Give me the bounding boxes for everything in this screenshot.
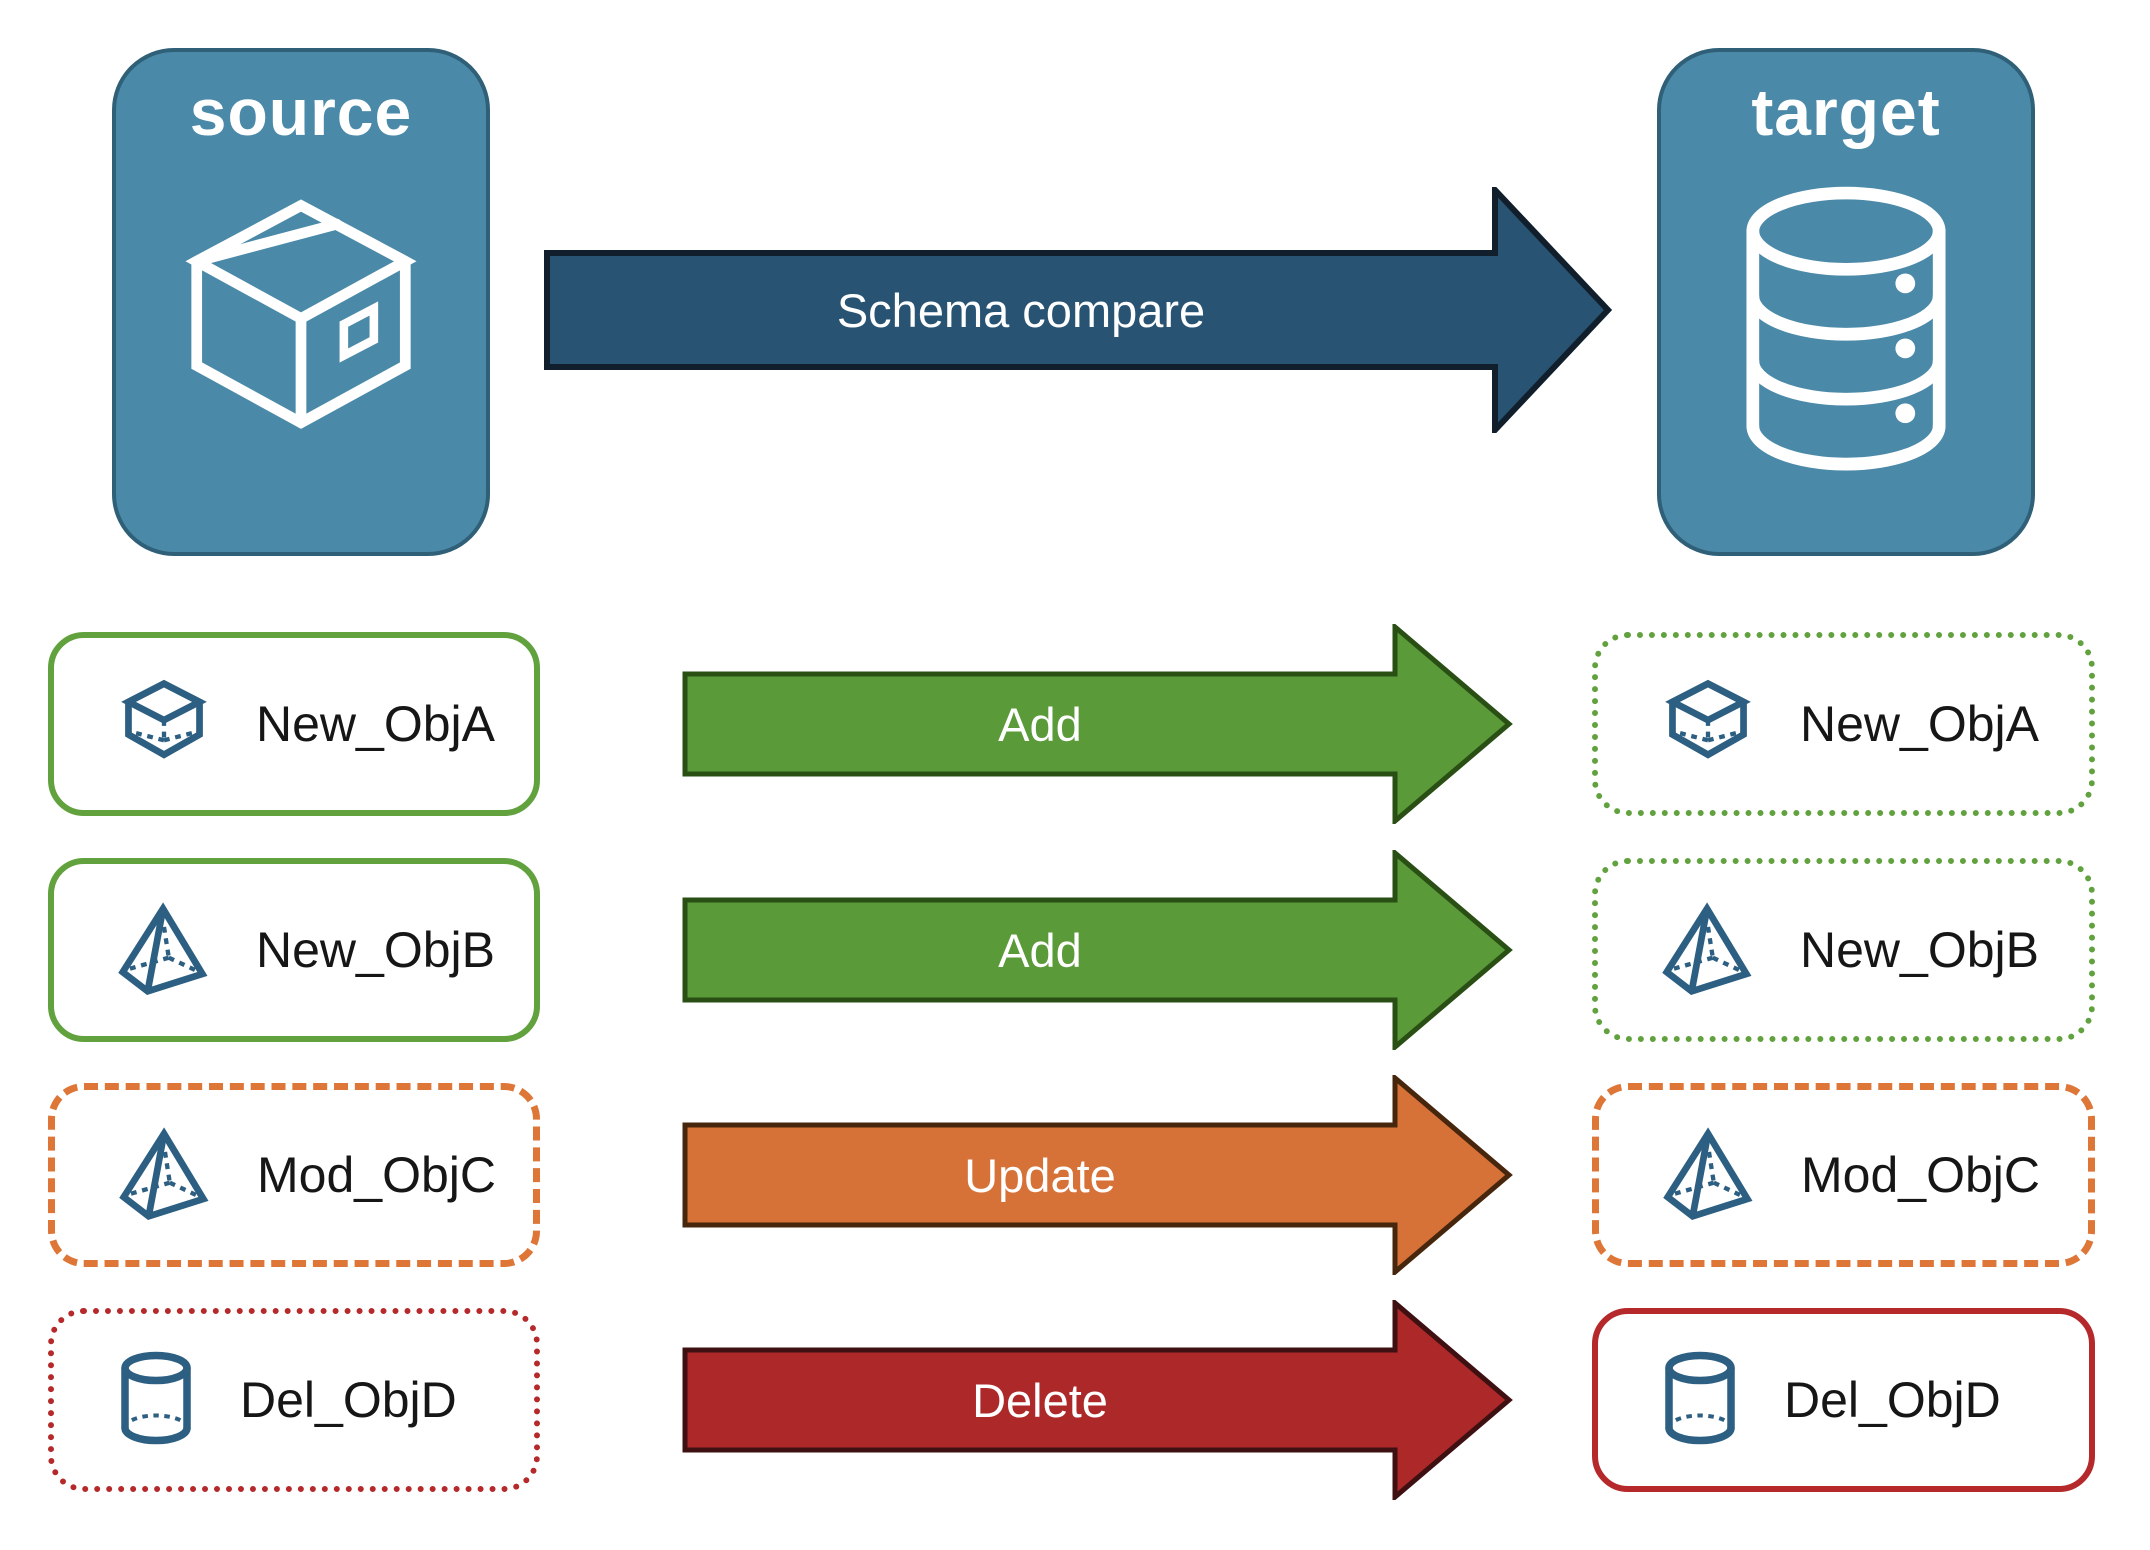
object-label: New_ObjB (1800, 922, 2039, 978)
schema-compare-label: Schema compare (836, 283, 1206, 337)
source-object-card-del-objd: Del_ObjD (48, 1308, 540, 1492)
object-label: Del_ObjD (240, 1372, 457, 1428)
object-label: New_ObjA (1800, 696, 2039, 752)
pyramid-icon (118, 902, 208, 996)
source-object-card-new-obja: New_ObjA (48, 632, 540, 816)
source-object-card-mod-objc: Mod_ObjC (48, 1083, 540, 1267)
target-card: target (1657, 48, 2035, 556)
target-object-card-new-objb: New_ObjB (1592, 858, 2095, 1042)
object-label: Del_ObjD (1784, 1372, 2001, 1428)
add-arrow-label: Add (998, 923, 1082, 977)
source-object-card-new-objb: New_ObjB (48, 858, 540, 1042)
cylinder-icon (1665, 1351, 1735, 1445)
target-title: target (1751, 75, 1941, 149)
add-arrow-label: Add (998, 697, 1082, 751)
schema-compare-arrow (544, 187, 1613, 433)
delete-arrow (682, 1300, 1513, 1500)
database-icon (1746, 186, 1946, 471)
update-arrow-label: Update (964, 1148, 1116, 1202)
object-label: Mod_ObjC (257, 1147, 496, 1203)
cylinder-icon (121, 1351, 191, 1445)
target-object-card-mod-objc: Mod_ObjC (1592, 1083, 2095, 1267)
object-label: Mod_ObjC (1801, 1147, 2040, 1203)
source-title: source (189, 75, 413, 149)
package-box-icon (185, 199, 417, 429)
cube-icon (1665, 679, 1751, 759)
source-card: source (112, 48, 490, 556)
object-label: New_ObjB (256, 922, 495, 978)
update-arrow (682, 1075, 1513, 1275)
add-arrow (682, 624, 1513, 824)
target-object-card-del-objd: Del_ObjD (1592, 1308, 2095, 1492)
target-object-card-new-obja: New_ObjA (1592, 632, 2095, 816)
pyramid-icon (1663, 1127, 1753, 1221)
pyramid-icon (119, 1127, 209, 1221)
pyramid-icon (1662, 902, 1752, 996)
add-arrow (682, 850, 1513, 1050)
cube-icon (121, 679, 207, 759)
delete-arrow-label: Delete (972, 1373, 1108, 1427)
object-label: New_ObjA (256, 696, 495, 752)
